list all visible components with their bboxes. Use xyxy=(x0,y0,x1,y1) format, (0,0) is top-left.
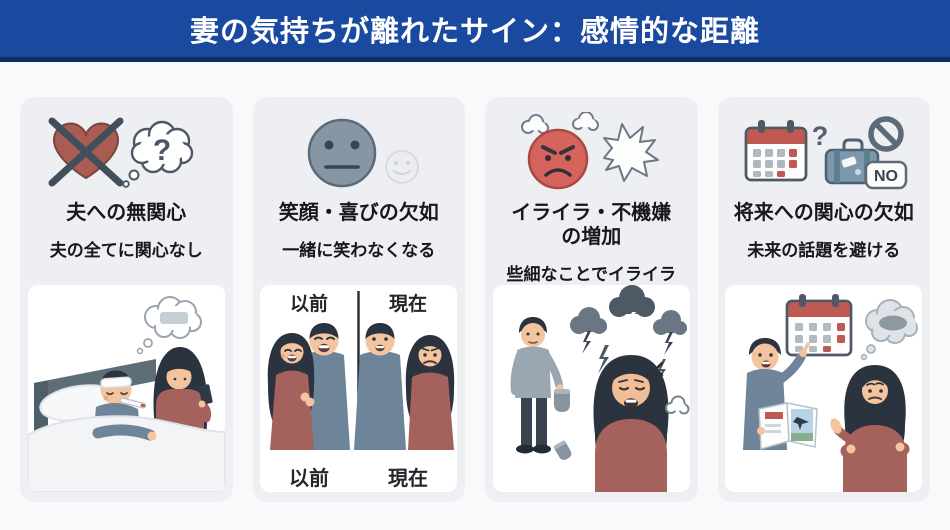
burst-speech-bubble-icon xyxy=(603,123,660,182)
prohibition-icon xyxy=(868,116,904,152)
wife-on-phone-beside-sick-husband-illustration xyxy=(27,285,225,492)
angry-face-icon xyxy=(528,128,589,190)
crossed-out-heart-icon xyxy=(48,117,124,187)
panel1-illustration xyxy=(27,285,225,492)
husband-with-socks-figure xyxy=(510,317,572,460)
gloomy-thought-bubble xyxy=(861,299,919,361)
husband-showing-travel-plan-wife-refusing-illustration xyxy=(725,285,923,492)
no-badge-label: NO xyxy=(874,168,898,185)
now-couple-distant xyxy=(354,323,455,450)
storm-clouds xyxy=(569,285,687,383)
panel3-title: イライラ・不機嫌 の増加 xyxy=(511,202,672,248)
panel4-subtitle: 未来の話題を避ける xyxy=(747,241,901,260)
neutral-face-icon xyxy=(307,118,376,188)
thermometer xyxy=(119,397,146,409)
header-underline xyxy=(0,57,950,62)
before-label-bottom: 以前 xyxy=(289,466,329,490)
thought-bubble-phone xyxy=(136,296,202,355)
panel2-subtitle: 一緒に笑わなくなる xyxy=(282,241,436,260)
panel-lack-of-smiles: 笑顔・喜びの欠如 一緒に笑わなくなる 以前 現在 xyxy=(252,97,465,502)
panel-husband-indifference: ? 夫への無関心 夫の全てに関心なし xyxy=(20,97,233,502)
calendar-icon xyxy=(744,120,807,182)
before-couple-laughing xyxy=(268,323,351,450)
panel1-subtitle: 夫の全てに関心なし xyxy=(49,241,203,260)
faded-smiley-icon xyxy=(384,150,419,184)
page-title: 妻の気持ちが離れたサイン：感情的な距離 xyxy=(189,15,760,48)
question-mark-icon: ? xyxy=(812,121,829,151)
no-badge-icon: NO xyxy=(864,160,907,190)
forehead-cloth xyxy=(100,376,132,389)
panel1-icon-row: ? xyxy=(41,109,211,197)
travel-brochure xyxy=(757,402,819,450)
sock-in-hand xyxy=(553,391,570,412)
header-bar: 妻の気持ちが離れたサイン：感情的な距離 xyxy=(0,0,950,57)
calendar-graphic xyxy=(786,294,853,357)
panels-row: ? 夫への無関心 夫の全てに関心なし xyxy=(0,62,950,502)
before-after-couple-comparison-illustration: 以前 現在 xyxy=(260,285,458,492)
crossed-heart-and-question-bubble: ? xyxy=(48,117,194,188)
angry-wife-figure xyxy=(593,355,669,492)
husband-arm xyxy=(92,424,156,441)
now-label-bottom: 現在 xyxy=(388,466,428,490)
sigh-steam-puff xyxy=(664,395,690,415)
panel-future-disinterest: ? NO 将来への関心の欠如 xyxy=(717,97,930,502)
question-mark-glyph: ? xyxy=(153,134,171,167)
wife-angry-storm-clouds-socks-illustration xyxy=(492,285,690,492)
refusing-hand xyxy=(830,418,842,434)
blanket xyxy=(27,415,225,492)
panel2-icon-row xyxy=(274,109,444,197)
panel-irritability: イライラ・不機嫌 の増加 些細なことでイライラ xyxy=(485,97,698,502)
neutral-and-faded-smiley xyxy=(307,118,419,188)
refusing-wife-figure xyxy=(830,365,910,492)
wife-figure xyxy=(153,347,213,445)
anger-mark xyxy=(646,361,664,377)
panel4-icon-row: ? NO xyxy=(738,109,910,197)
calendar-suitcase-no: ? NO xyxy=(744,116,907,190)
panel4-title: 将来への関心の欠如 xyxy=(733,202,914,224)
angry-face-and-burst-bubble xyxy=(521,112,660,190)
panel3-subtitle: 些細なことでイライラ xyxy=(506,265,677,284)
now-label-top: 現在 xyxy=(389,292,427,315)
panel2-illustration: 以前 現在 xyxy=(260,285,458,492)
sock-on-floor xyxy=(553,440,572,460)
panel4-illustration xyxy=(725,285,923,492)
panel2-title: 笑顔・喜びの欠如 xyxy=(278,202,439,224)
panel3-icon-row xyxy=(506,109,676,197)
panel1-title: 夫への無関心 xyxy=(66,202,187,224)
steam-puffs-icon xyxy=(521,112,600,134)
pointing-finger xyxy=(801,342,810,355)
question-thought-bubble-icon: ? xyxy=(122,120,194,188)
panel3-illustration xyxy=(492,285,690,492)
before-label-top: 以前 xyxy=(290,292,328,315)
husband-with-brochure-figure xyxy=(743,338,819,450)
